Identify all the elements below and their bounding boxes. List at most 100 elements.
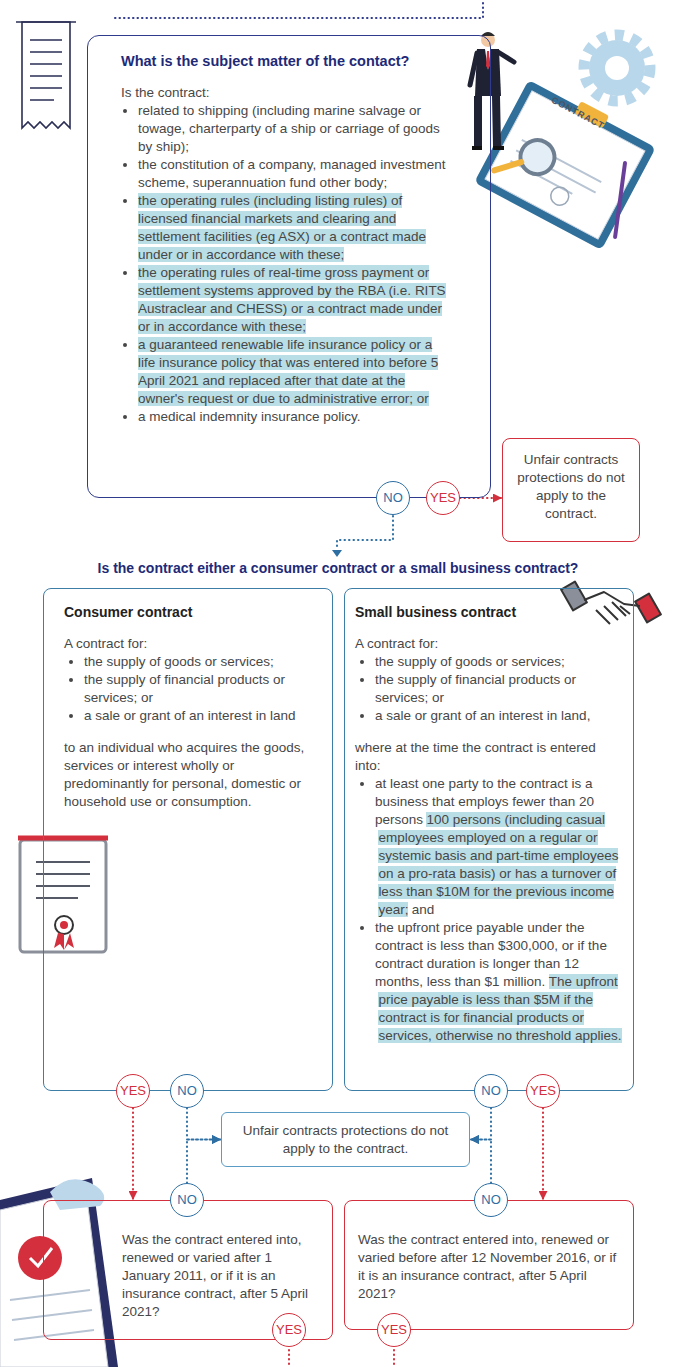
- gear-icon-part: [584, 35, 650, 101]
- dotted-connector-decor: [337, 516, 393, 550]
- text-block: Is the contract:: [121, 84, 450, 102]
- node-text: A contract for:: [355, 636, 438, 651]
- text-block: YES: [120, 1084, 146, 1098]
- text-block: A contract for:: [64, 635, 316, 653]
- text-block: NO: [383, 491, 403, 505]
- node-text: YES: [120, 1083, 146, 1098]
- highlighted-text: The upfront price payable is less than $…: [378, 974, 621, 1043]
- bullet-item: a guaranteed renewable life insurance po…: [138, 336, 450, 408]
- node-text: YES: [530, 1083, 556, 1098]
- node-text: NO: [481, 1192, 501, 1207]
- receipt-icon-part: [22, 22, 70, 128]
- dotted-connector: [187, 1108, 221, 1140]
- node-text: the supply of goods or services;: [375, 654, 565, 669]
- handshake-icon-part: [584, 592, 640, 606]
- checklist-clipboard-part: [30, 1248, 52, 1266]
- contract-clipboard-part: [548, 184, 572, 208]
- node-text: YES: [276, 1322, 302, 1337]
- text-block: NO: [177, 1193, 197, 1207]
- box-heading: Consumer contract: [64, 603, 316, 621]
- node-text: a sale or grant of an interest in land,: [375, 708, 590, 723]
- node-text: Unfair contracts protections do not appl…: [243, 1123, 449, 1156]
- question-box: Small business contract A contract for: th…: [344, 588, 634, 1091]
- node-text: the supply of goods or services;: [84, 654, 274, 669]
- contract-clipboard-part: [592, 163, 648, 237]
- outcome-box: Unfair contracts protections do not appl…: [502, 438, 640, 542]
- handshake-icon-part: [635, 594, 661, 623]
- node-text: Is the contract:: [121, 85, 210, 100]
- certificate-icon-part: [54, 933, 74, 950]
- bullet-item: a medical indemnity insurance policy.: [138, 408, 450, 426]
- question-heading-wrap: Is the contract either a consumer contra…: [0, 560, 676, 576]
- businessman-figure-part: [498, 52, 514, 62]
- node-text: YES: [430, 490, 456, 505]
- node-text: NO: [481, 1083, 501, 1098]
- node-text: NO: [177, 1083, 197, 1098]
- certificate-icon-part: [60, 921, 68, 929]
- dotted-connector: [187, 1140, 221, 1184]
- bullet-item: the operating rules (including listing r…: [138, 192, 450, 264]
- bullet-item: the operating rules of real-time gross p…: [138, 264, 450, 336]
- dotted-connector-decor-part: [337, 516, 393, 550]
- dotted-frame: [115, 0, 483, 18]
- node-text: at least one party to the contract is a …: [375, 776, 594, 827]
- answer-circle: NO: [170, 1074, 204, 1108]
- text-block: YES: [430, 491, 456, 505]
- bullet-item: related to shipping (including marine sa…: [138, 102, 450, 156]
- certificate-icon-part: [18, 836, 108, 841]
- node-text: the supply of financial products or serv…: [375, 672, 576, 705]
- arrowhead: [332, 550, 342, 557]
- checklist-clipboard-part: [50, 1179, 104, 1210]
- bullet-item: the supply of financial products or serv…: [84, 671, 316, 707]
- contract-clipboard-part: [474, 80, 656, 250]
- businessman-figure-part: [485, 49, 491, 70]
- bullet-list: at least one party to the contract is a …: [355, 775, 625, 1045]
- highlighted-text: a guaranteed renewable life insurance po…: [138, 337, 438, 406]
- answer-circle: NO: [474, 1183, 508, 1217]
- text-block: NO: [481, 1084, 501, 1098]
- text-block: Unfair contracts protections do not appl…: [511, 451, 631, 523]
- node-text: Was the contract entered into, renewed o…: [358, 1232, 616, 1301]
- node-text: and: [412, 902, 435, 917]
- dotted-frame-part: [115, 0, 483, 18]
- checklist-clipboard-part: [10, 1290, 94, 1340]
- handshake-icon: [561, 582, 661, 624]
- bullet-item: the constitution of a company, managed i…: [138, 156, 450, 192]
- question-box: Was the contract entered into, renewed o…: [43, 1200, 333, 1340]
- bullet-list: related to shipping (including marine sa…: [121, 102, 450, 426]
- receipt-icon-part: [30, 40, 62, 100]
- bullet-item: the supply of financial products or serv…: [375, 671, 625, 707]
- node-text: NO: [383, 490, 403, 505]
- contract-clipboard-part: [485, 91, 645, 239]
- contract-clipboard-part: [494, 153, 521, 180]
- answer-circle: NO: [376, 481, 410, 515]
- dotted-exit: [289, 1350, 394, 1366]
- checklist-clipboard-part: [0, 1190, 108, 1367]
- receipt-icon-part: [16, 21, 76, 23]
- highlighted-text: 100 persons (including casual employees …: [378, 812, 618, 917]
- certificate-icon-part: [36, 862, 90, 898]
- highlighted-text: the operating rules (including listing r…: [138, 193, 426, 262]
- question-box: What is the subject matter of the contac…: [87, 35, 491, 498]
- node-text: Was the contract entered into, renewed o…: [122, 1232, 308, 1319]
- dotted-connector: [470, 1108, 491, 1140]
- text-block: to an individual who acquires the goods,…: [64, 739, 316, 811]
- gear-icon-part: [589, 40, 645, 96]
- text-block: YES: [530, 1084, 556, 1098]
- answer-circle: YES: [272, 1313, 306, 1347]
- node-text: Unfair contracts protections do not appl…: [517, 452, 624, 521]
- checklist-clipboard: [0, 1178, 118, 1367]
- question-box: Was the contract entered into, renewed o…: [344, 1200, 634, 1330]
- node-text: NO: [177, 1192, 197, 1207]
- bullet-item: at least one party to the contract is a …: [375, 775, 625, 919]
- gear-icon: [584, 35, 650, 101]
- text-block: A contract for:: [355, 635, 625, 653]
- contract-clipboard-part: [514, 134, 560, 180]
- node-text: the constitution of a company, managed i…: [138, 157, 445, 190]
- businessman-figure-part: [470, 53, 477, 85]
- node-text: Small business contract: [355, 604, 516, 620]
